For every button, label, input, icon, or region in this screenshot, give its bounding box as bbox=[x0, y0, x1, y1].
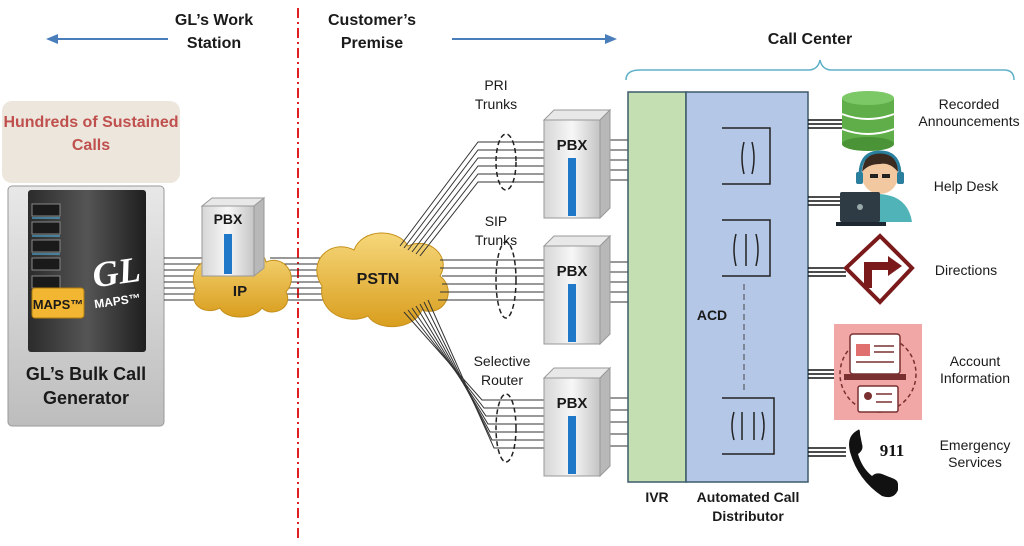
pbx-3: PBX bbox=[542, 366, 612, 478]
region-arrow-left bbox=[46, 34, 168, 44]
service-label-emergency: Emergency Services bbox=[939, 437, 1011, 470]
ivr-block bbox=[627, 91, 687, 483]
acd-queue-2 bbox=[722, 219, 771, 277]
pri-trunk-bundle bbox=[495, 133, 517, 191]
maps-plate-text: MAPS™ bbox=[33, 297, 84, 312]
sip-trunk-lines bbox=[438, 259, 548, 301]
server-bays bbox=[31, 203, 61, 289]
pstn-cloud-label: PSTN bbox=[357, 271, 400, 288]
pbx-3-label: PBX bbox=[557, 395, 588, 412]
router-trunk-lines bbox=[403, 299, 548, 449]
pbx-1-label: PBX bbox=[557, 137, 588, 154]
service-label-directions: Directions bbox=[934, 262, 998, 278]
generator-logo-gl: GL bbox=[90, 249, 143, 295]
account-info-icon bbox=[834, 324, 922, 420]
acd-queue-1 bbox=[722, 127, 771, 185]
pri-trunk-lines bbox=[399, 141, 548, 257]
acd-block bbox=[685, 91, 809, 483]
maps-label-plate bbox=[31, 287, 85, 319]
sustained-calls-badge bbox=[2, 101, 180, 183]
pbx-2: PBX bbox=[542, 234, 612, 346]
pbx-workstation-label: PBX bbox=[214, 211, 243, 227]
call-center-brace bbox=[625, 59, 1015, 81]
acd-label: ACD bbox=[696, 307, 728, 323]
router-trunk-bundle bbox=[495, 393, 517, 463]
region-label-premise: Customer’s Premise bbox=[327, 12, 417, 52]
ivr-label: IVR bbox=[645, 489, 669, 505]
emergency-number: 911 bbox=[880, 441, 905, 460]
generator-title-line2: Generator bbox=[43, 388, 129, 408]
service-label-help-desk: Help Desk bbox=[933, 178, 999, 194]
region-arrow-right bbox=[452, 34, 617, 44]
service-label-recorded: Recorded Announcements bbox=[918, 96, 1020, 129]
pri-trunks-label: PRI Trunks bbox=[474, 77, 518, 112]
agent-headset-icon bbox=[836, 150, 912, 226]
pbx-2-label: PBX bbox=[557, 263, 588, 280]
generator-logo-maps: MAPS™ bbox=[93, 291, 141, 311]
phone-icon bbox=[849, 429, 898, 498]
acd-queue-3 bbox=[722, 397, 775, 455]
bulk-call-generator: MAPS™ GL MAPS™ GL’s Bulk Call Generator bbox=[7, 185, 165, 427]
pstn-cloud: PSTN bbox=[316, 232, 449, 328]
direction-arrow-icon bbox=[843, 233, 915, 305]
region-label-call-center: Call Center bbox=[767, 31, 853, 48]
acd-full-label: Automated Call Distributor bbox=[696, 489, 800, 524]
service-label-account: Account Information bbox=[939, 353, 1011, 386]
selective-router-label: Selective Router bbox=[473, 353, 531, 388]
pbx-1: PBX bbox=[542, 108, 612, 220]
database-icon bbox=[841, 91, 895, 151]
region-label-workstation: GL’s Work Station bbox=[174, 12, 254, 52]
sip-trunks-label: SIP Trunks bbox=[474, 213, 518, 248]
pbx-workstation: PBX bbox=[200, 196, 266, 278]
sip-trunk-bundle bbox=[495, 241, 517, 319]
sustained-calls-text: Hundreds of Sustained Calls bbox=[3, 114, 179, 154]
generator-title-line1: GL’s Bulk Call bbox=[26, 364, 146, 384]
ip-cloud-label: IP bbox=[233, 283, 247, 300]
